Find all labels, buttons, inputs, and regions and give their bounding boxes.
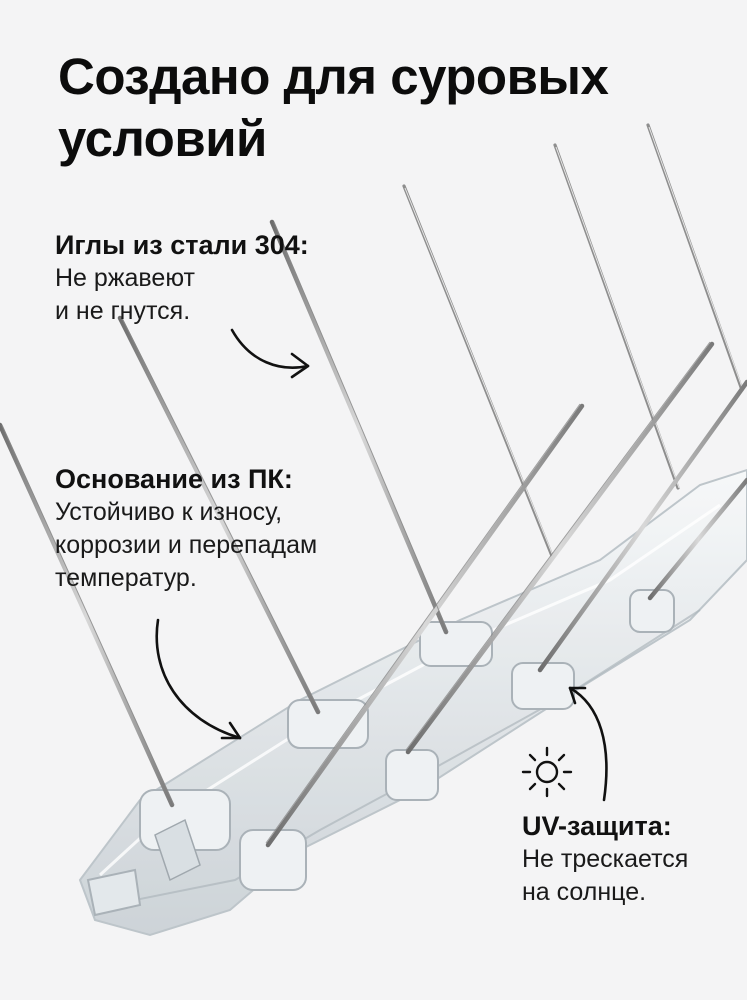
uv-text-2: на солнце.: [522, 878, 647, 906]
uv-text-1: Не трескается: [522, 845, 689, 873]
needles-text-1: Не ржавеют: [55, 264, 195, 292]
base-callout: Основание из ПК: Устойчиво к износу, кор…: [55, 463, 317, 595]
polycarbonate-base: [78, 468, 747, 937]
needles-callout: Иглы из стали 304: Не ржавеют и не гнутс…: [55, 229, 309, 328]
base-heading: Основание из ПК:: [55, 464, 293, 494]
base-text-2: коррозии и перепадам: [55, 531, 318, 559]
curved-arrow-icon: [230, 328, 310, 379]
curved-arrow-icon: [568, 686, 608, 802]
page-title: Создано для суровых условий: [58, 46, 718, 170]
title-line-1: Создано для суровых: [58, 48, 609, 105]
front-needles: [0, 219, 747, 848]
base-text-3: температур.: [55, 564, 197, 592]
uv-callout: UV-защита: Не трескается на солнце.: [522, 810, 688, 909]
curved-arrow-icon: [155, 618, 242, 740]
uv-heading: UV-защита:: [522, 811, 672, 841]
needles-heading: Иглы из стали 304:: [55, 230, 309, 260]
title-line-2: условий: [58, 110, 267, 167]
needles-text-2: и не гнутся.: [55, 297, 191, 325]
sun-icon: [521, 746, 573, 798]
base-text-1: Устойчиво к износу,: [55, 498, 283, 526]
